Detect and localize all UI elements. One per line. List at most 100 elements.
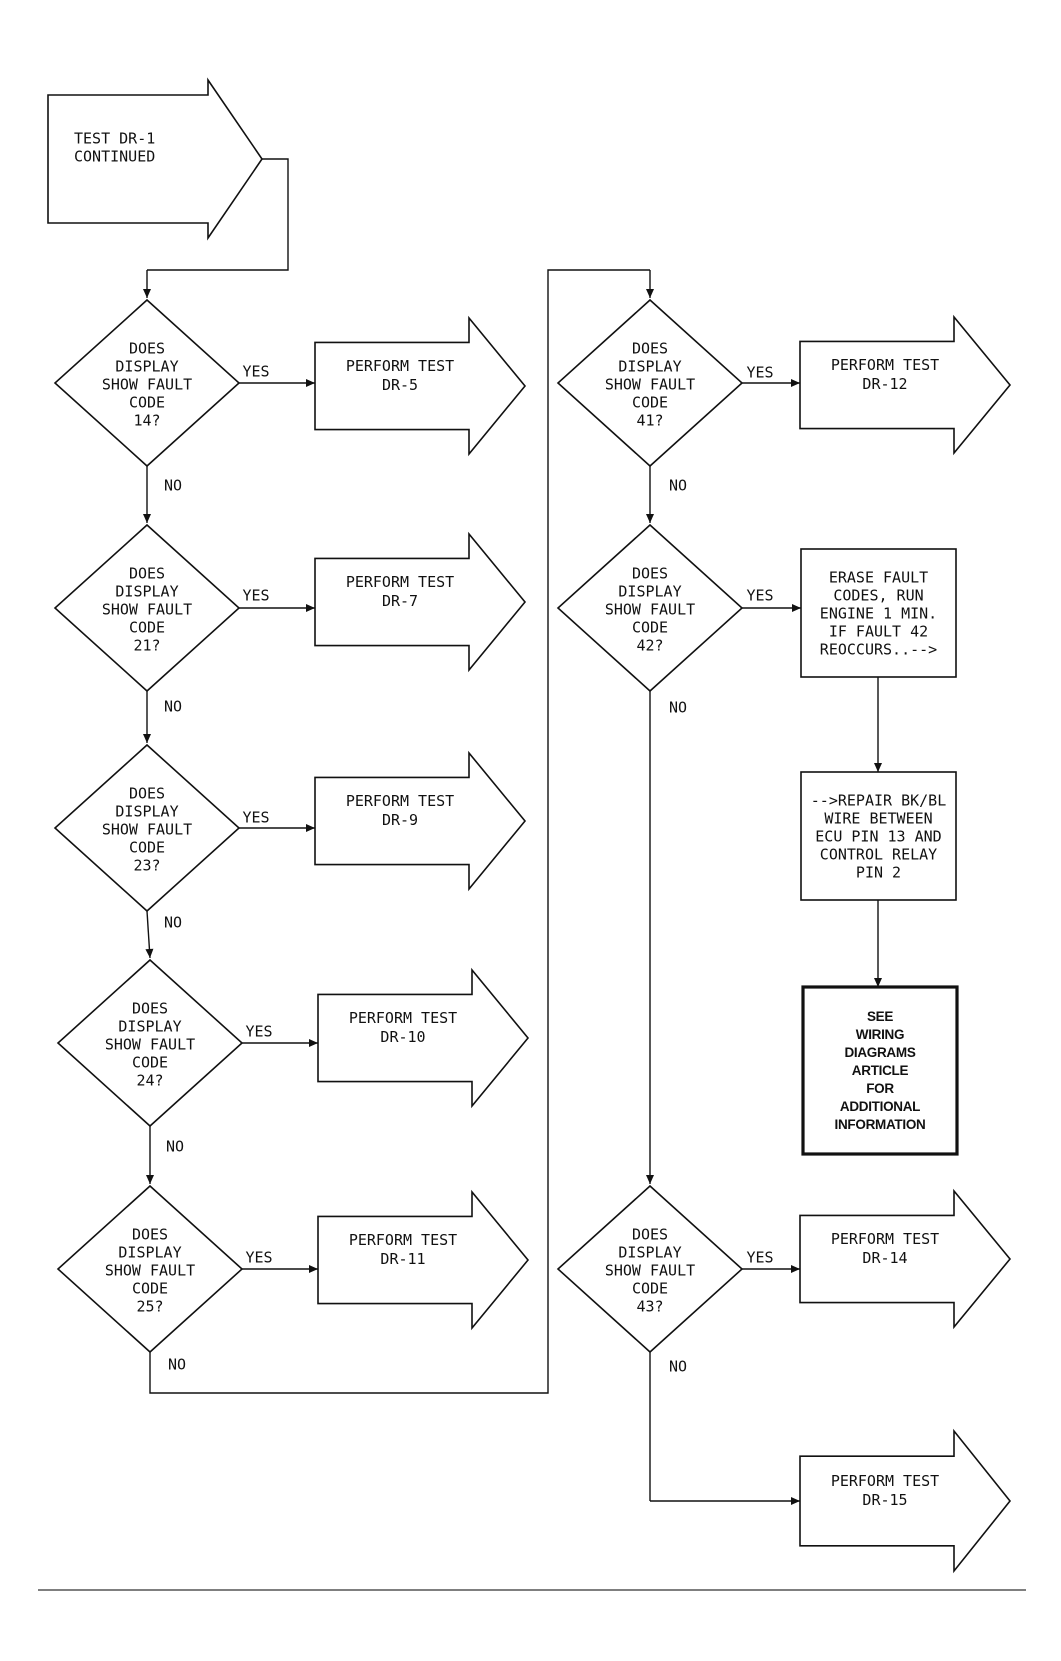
connector-erase-repair-head bbox=[874, 763, 882, 772]
no-label-d42: NO bbox=[669, 699, 687, 717]
yes-label-d43: YES bbox=[746, 1249, 773, 1267]
action-a14-text-line: DR-14 bbox=[862, 1249, 907, 1267]
action-a11-text-line: DR-11 bbox=[380, 1250, 425, 1268]
action-a10 bbox=[317, 967, 530, 1109]
connector-no-d14-head bbox=[143, 514, 151, 523]
action-a14-text-line: PERFORM TEST bbox=[831, 1230, 939, 1248]
decision-d43-text-line: DISPLAY bbox=[618, 1244, 681, 1262]
yes-label-d24: YES bbox=[245, 1023, 272, 1041]
decision-d14-text-line: DISPLAY bbox=[115, 358, 178, 376]
action-a5-text-line: DR-5 bbox=[382, 376, 418, 394]
action-a7-text-line: DR-7 bbox=[382, 592, 418, 610]
connector-yes-d21-head bbox=[306, 604, 315, 612]
connector-yes-d43-head bbox=[791, 1265, 800, 1273]
connector-no-d43-to-a15-head bbox=[791, 1497, 800, 1505]
decision-d24-text-line: DOES bbox=[132, 1000, 168, 1018]
decision-d41-text-line: 41? bbox=[636, 412, 663, 430]
connector-repair-see-head bbox=[874, 978, 882, 987]
decision-d43-text-line: SHOW FAULT bbox=[605, 1262, 695, 1280]
action-a9-text-line: PERFORM TEST bbox=[346, 792, 454, 810]
decision-d25-text-line: 25? bbox=[136, 1298, 163, 1316]
decision-d25-text-line: SHOW FAULT bbox=[105, 1262, 195, 1280]
connector-no-d25 bbox=[149, 269, 650, 1394]
decision-d24-text-line: DISPLAY bbox=[118, 1018, 181, 1036]
box-erase bbox=[800, 548, 957, 678]
box-erase-text-line: REOCCURS..--> bbox=[820, 641, 937, 659]
action-a10-text-line: PERFORM TEST bbox=[349, 1009, 457, 1027]
yes-label-d14: YES bbox=[242, 363, 269, 381]
yes-label-d25: YES bbox=[245, 1249, 272, 1267]
action-a15-text-line: PERFORM TEST bbox=[831, 1472, 939, 1490]
decision-d21-text-line: SHOW FAULT bbox=[102, 601, 192, 619]
connector-no-d24-head bbox=[146, 1175, 154, 1184]
action-a11 bbox=[317, 1189, 530, 1331]
decision-d42-text-line: 42? bbox=[636, 637, 663, 655]
no-label-d25: NO bbox=[168, 1356, 186, 1374]
decision-d24 bbox=[56, 958, 244, 1128]
decision-d41-text-line: DISPLAY bbox=[618, 358, 681, 376]
connector-lines bbox=[143, 158, 882, 1505]
action-a14 bbox=[799, 1188, 1012, 1330]
box-see-text-line: ADDITIONAL bbox=[840, 1099, 920, 1114]
action-a12-text-line: PERFORM TEST bbox=[831, 356, 939, 374]
decision-d43-text-line: DOES bbox=[632, 1226, 668, 1244]
box-repair-text-line: ECU PIN 13 AND bbox=[815, 828, 941, 846]
box-see-text-line: SEE bbox=[867, 1009, 893, 1024]
action-a12 bbox=[799, 314, 1012, 456]
decision-d23 bbox=[53, 743, 241, 913]
connector-no-d21-head bbox=[143, 734, 151, 743]
action-a5 bbox=[314, 315, 527, 457]
action-a12-text-line: DR-12 bbox=[862, 375, 907, 393]
yes-label-d42: YES bbox=[746, 587, 773, 605]
box-see-text-line: ARTICLE bbox=[852, 1063, 909, 1078]
box-erase-text-line: ERASE FAULT bbox=[829, 569, 928, 587]
action-a5-text-line: PERFORM TEST bbox=[346, 357, 454, 375]
box-see-text-line: FOR bbox=[866, 1081, 894, 1096]
decision-d43-text-line: CODE bbox=[632, 1280, 668, 1298]
decision-d23-text-line: 23? bbox=[133, 857, 160, 875]
box-erase-text-line: ENGINE 1 MIN. bbox=[820, 605, 937, 623]
decision-d21 bbox=[53, 523, 241, 693]
decision-d25-text-line: DOES bbox=[132, 1226, 168, 1244]
action-a9 bbox=[314, 750, 527, 892]
start-text-line: TEST DR-1 bbox=[74, 130, 155, 148]
decision-d41-text-line: CODE bbox=[632, 394, 668, 412]
box-erase-text-line: IF FAULT 42 bbox=[829, 623, 928, 641]
decision-d41-text-line: DOES bbox=[632, 340, 668, 358]
connector-yes-d14-head bbox=[306, 379, 315, 387]
decision-d42-text-line: DISPLAY bbox=[618, 583, 681, 601]
decision-d41 bbox=[556, 298, 744, 468]
no-label-d21: NO bbox=[164, 698, 182, 716]
connector-yes-d25-head bbox=[309, 1265, 318, 1273]
decision-d41-text-line: SHOW FAULT bbox=[605, 376, 695, 394]
decision-d14 bbox=[53, 298, 241, 468]
yes-label-d21: YES bbox=[242, 587, 269, 605]
decision-d25-text-line: DISPLAY bbox=[118, 1244, 181, 1262]
box-see-text-line: INFORMATION bbox=[835, 1117, 926, 1132]
connector-yes-d41-head bbox=[791, 379, 800, 387]
yes-label-d41: YES bbox=[746, 364, 773, 382]
decision-d23-text-line: SHOW FAULT bbox=[102, 821, 192, 839]
start-arrow bbox=[47, 77, 263, 241]
box-see bbox=[801, 985, 959, 1156]
yes-label-d23: YES bbox=[242, 809, 269, 827]
connector-to-d41-head bbox=[646, 289, 654, 298]
decision-d23-text-line: DISPLAY bbox=[115, 803, 178, 821]
box-repair-text-line: WIRE BETWEEN bbox=[824, 810, 932, 828]
decision-d43-text-line: 43? bbox=[636, 1298, 663, 1316]
decision-d42-text-line: SHOW FAULT bbox=[605, 601, 695, 619]
decision-d21-text-line: CODE bbox=[129, 619, 165, 637]
box-repair-text-line: CONTROL RELAY bbox=[820, 846, 937, 864]
no-label-d41: NO bbox=[669, 477, 687, 495]
decision-d14-text-line: CODE bbox=[129, 394, 165, 412]
decision-d42-text-line: DOES bbox=[632, 565, 668, 583]
decision-d25-text-line: CODE bbox=[132, 1280, 168, 1298]
action-a15-text-line: DR-15 bbox=[862, 1491, 907, 1509]
action-a7-text-line: PERFORM TEST bbox=[346, 573, 454, 591]
decision-d24-text-line: CODE bbox=[132, 1054, 168, 1072]
box-repair bbox=[800, 771, 957, 901]
box-see-text-line: WIRING bbox=[856, 1027, 904, 1042]
no-label-d14: NO bbox=[164, 477, 182, 495]
